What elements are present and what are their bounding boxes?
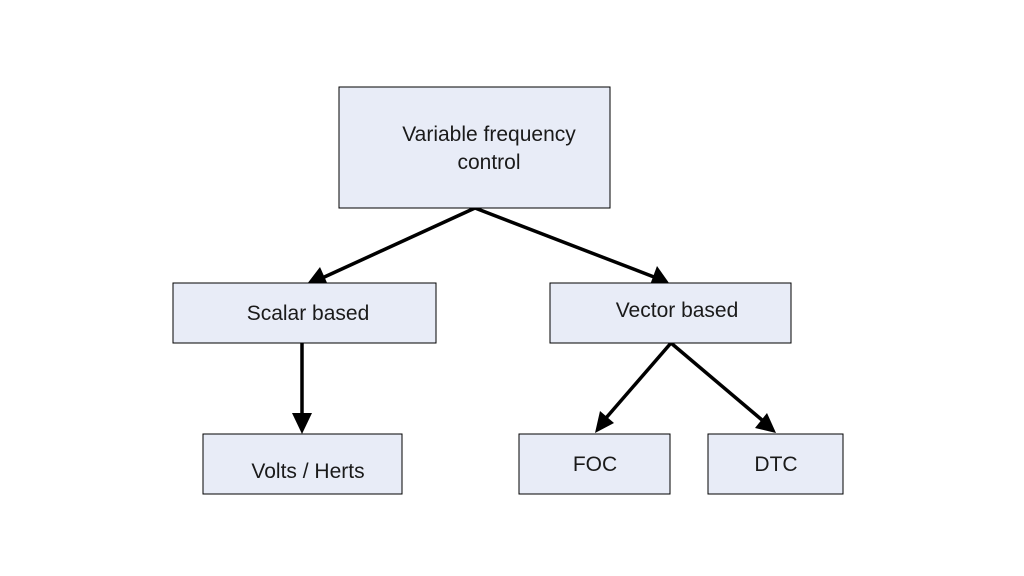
node-dtc: DTC: [707, 433, 844, 495]
node-foc: FOC: [518, 433, 671, 495]
arrowhead-volts-herts-icon: [292, 413, 312, 434]
arrowhead-foc-icon: [595, 411, 614, 433]
node-scalar-based: Scalar based: [172, 282, 437, 344]
node-label: Volts / Herts: [251, 460, 364, 483]
node-label: DTC: [754, 453, 797, 476]
edge-root-to-vector: [474, 206, 655, 279]
node-label-line-2: control: [457, 151, 520, 174]
edge-vector-to-foc: [604, 341, 673, 420]
node-box: [172, 282, 437, 344]
node-box: [707, 433, 844, 495]
node-volts-herts: Volts / Herts: [202, 433, 403, 495]
node-label: Scalar based: [247, 302, 370, 325]
edge-vector-to-dtc: [669, 341, 764, 422]
node-box: [202, 433, 403, 495]
node-vector-based: Vector based: [549, 282, 792, 344]
node-label-line-1: Variable frequency: [402, 123, 576, 146]
edge-root-to-scalar: [319, 206, 476, 281]
edges-layer: [292, 206, 776, 434]
nodes-layer: Variable frequency control Scalar based …: [172, 86, 844, 495]
arrowhead-dtc-icon: [755, 413, 776, 433]
node-box: [338, 86, 611, 209]
node-label: Vector based: [616, 299, 739, 322]
arrowhead-scalar-icon: [307, 267, 328, 285]
node-label: FOC: [573, 453, 617, 476]
node-box: [549, 282, 792, 344]
node-box: [518, 433, 671, 495]
node-variable-frequency-control: Variable frequency control: [338, 86, 611, 209]
arrowhead-vector-icon: [650, 266, 669, 285]
